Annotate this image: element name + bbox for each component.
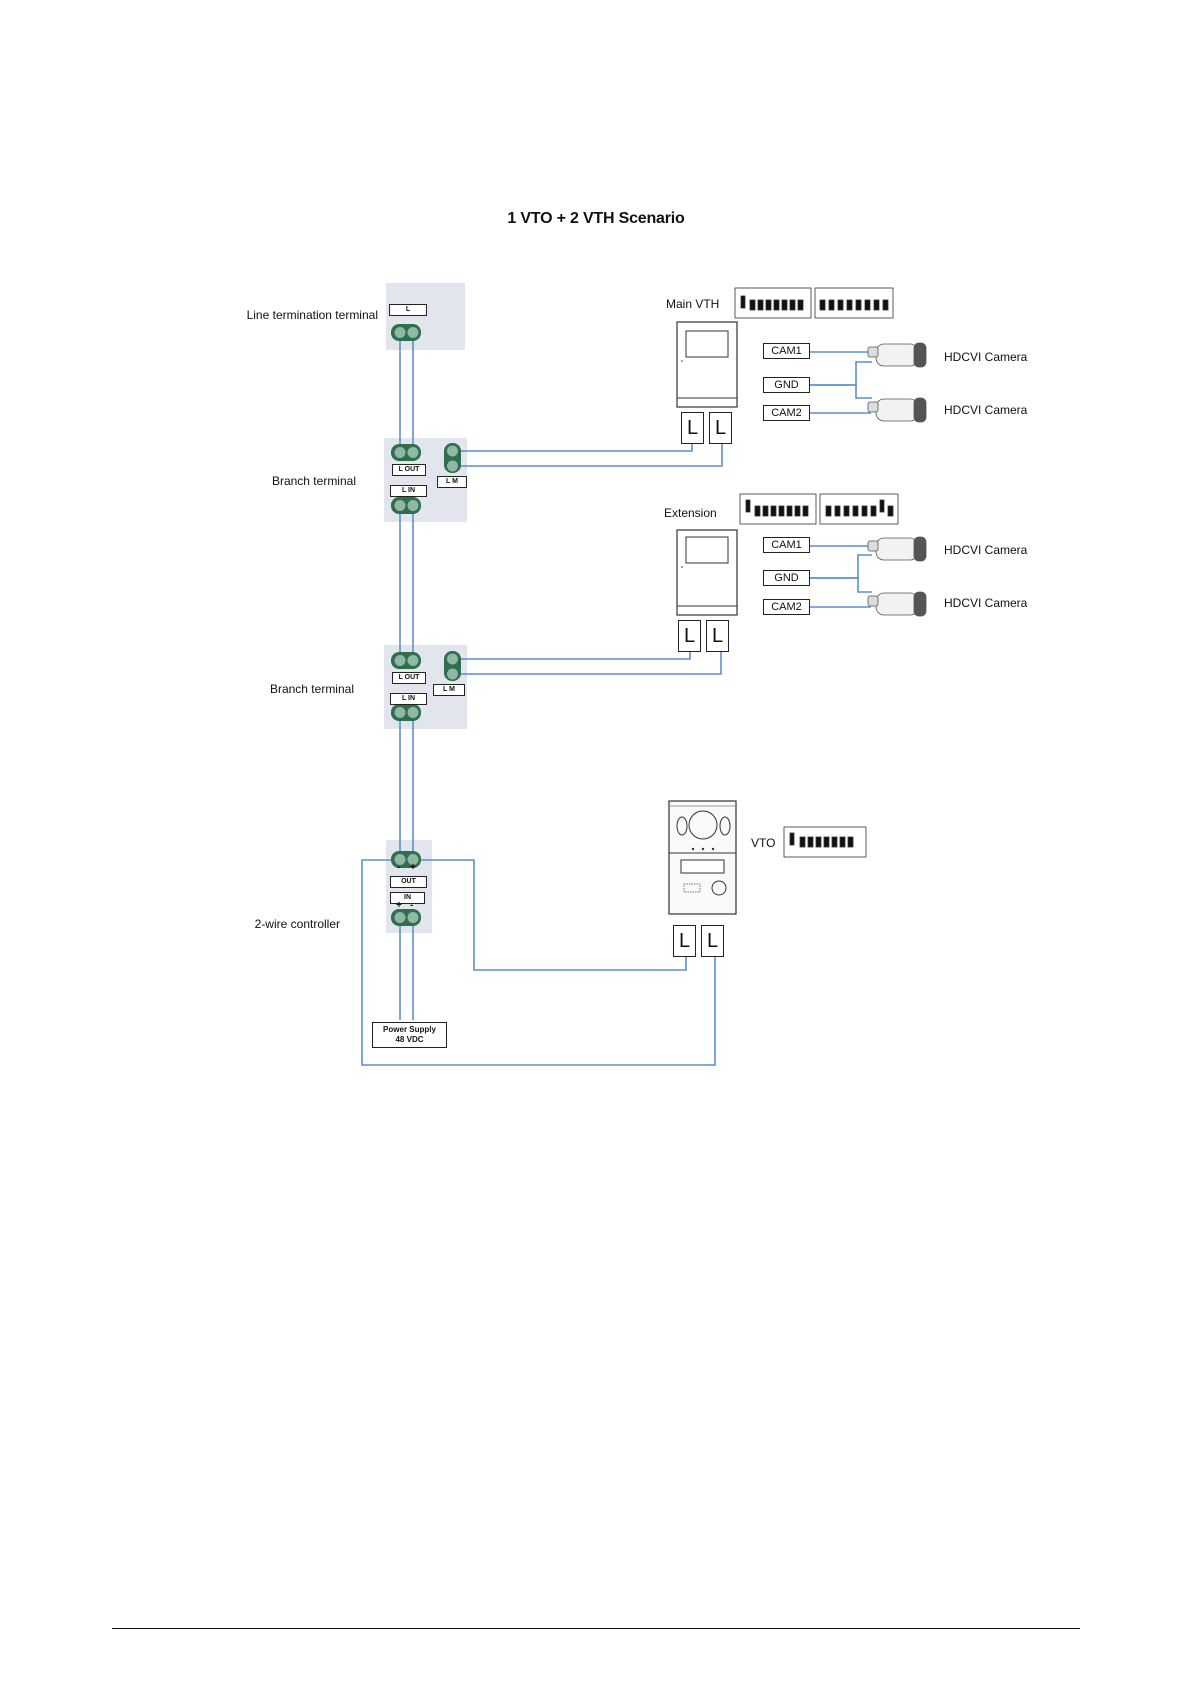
polarity-minus: - (397, 862, 400, 873)
gnd-port-tag: GND (763, 570, 810, 586)
vto-l-port: L (701, 925, 724, 957)
line-termination-label: Line termination terminal (200, 308, 378, 322)
dip-switch-extension-2 (820, 494, 898, 524)
dip-switches (735, 288, 898, 857)
footer-rule (112, 1628, 1080, 1629)
line-terminal-tag: L (389, 304, 427, 316)
camera-label: HDCVI Camera (944, 543, 1027, 557)
camera-label: HDCVI Camera (944, 350, 1027, 364)
power-supply-name: Power Supply (373, 1025, 446, 1035)
branch-2-in-screws (391, 704, 421, 721)
camera-icons (868, 343, 926, 616)
main-vth-l-port: L (681, 412, 704, 444)
l-in-tag: L IN (390, 485, 427, 497)
polarity-plus: + (396, 900, 402, 911)
lm-tag: L M (433, 684, 465, 696)
branch-terminal-2-label: Branch terminal (200, 682, 354, 696)
l-in-tag: L IN (390, 693, 427, 705)
lm-tag: L M (437, 476, 467, 488)
polarity-plus: + (410, 862, 416, 873)
cam2-port-tag: CAM2 (763, 599, 810, 615)
dip-switch-main-vth-1 (735, 288, 811, 318)
dip-switch-main-vth-2 (815, 288, 893, 318)
cam1-port-tag: CAM1 (763, 537, 810, 553)
main-vth-l-port: L (709, 412, 732, 444)
branch-1-lm-screws (444, 443, 461, 473)
extension-label: Extension (664, 506, 717, 520)
branch-2-out-screws (391, 652, 421, 669)
screw-terminals (391, 324, 461, 926)
cam1-port-tag: CAM1 (763, 343, 810, 359)
camera-icon (868, 537, 926, 561)
dip-switch-vto (784, 827, 866, 857)
vto-door-station (669, 801, 736, 914)
branch-terminal-1-label: Branch terminal (200, 474, 356, 488)
branch-1-out-screws (391, 444, 421, 461)
polarity-minus: - (410, 900, 413, 911)
line-termination-screws (391, 324, 421, 341)
camera-label: HDCVI Camera (944, 403, 1027, 417)
vto-label: VTO (751, 836, 775, 850)
controller-in-screws (391, 909, 421, 926)
cam2-port-tag: CAM2 (763, 405, 810, 421)
gnd-port-tag: GND (763, 377, 810, 393)
camera-icon (868, 398, 926, 422)
l-out-tag: L OUT (392, 672, 426, 684)
branch-1-in-screws (391, 497, 421, 514)
dip-switch-extension-1 (740, 494, 816, 524)
controller-out-screws (391, 851, 421, 868)
main-vth-monitor (677, 322, 737, 407)
power-supply-box: Power Supply 48 VDC (372, 1022, 447, 1048)
l-out-tag: L OUT (392, 464, 426, 476)
power-supply-voltage: 48 VDC (373, 1035, 446, 1045)
camera-icon (868, 592, 926, 616)
main-vth-label: Main VTH (666, 297, 719, 311)
extension-l-port: L (706, 620, 729, 652)
extension-vth-monitor (677, 530, 737, 615)
controller-label: 2-wire controller (200, 917, 340, 931)
camera-label: HDCVI Camera (944, 596, 1027, 610)
camera-icon (868, 343, 926, 367)
out-tag: OUT (390, 876, 427, 888)
extension-l-port: L (678, 620, 701, 652)
vto-l-port: L (673, 925, 696, 957)
branch-2-lm-screws (444, 651, 461, 681)
